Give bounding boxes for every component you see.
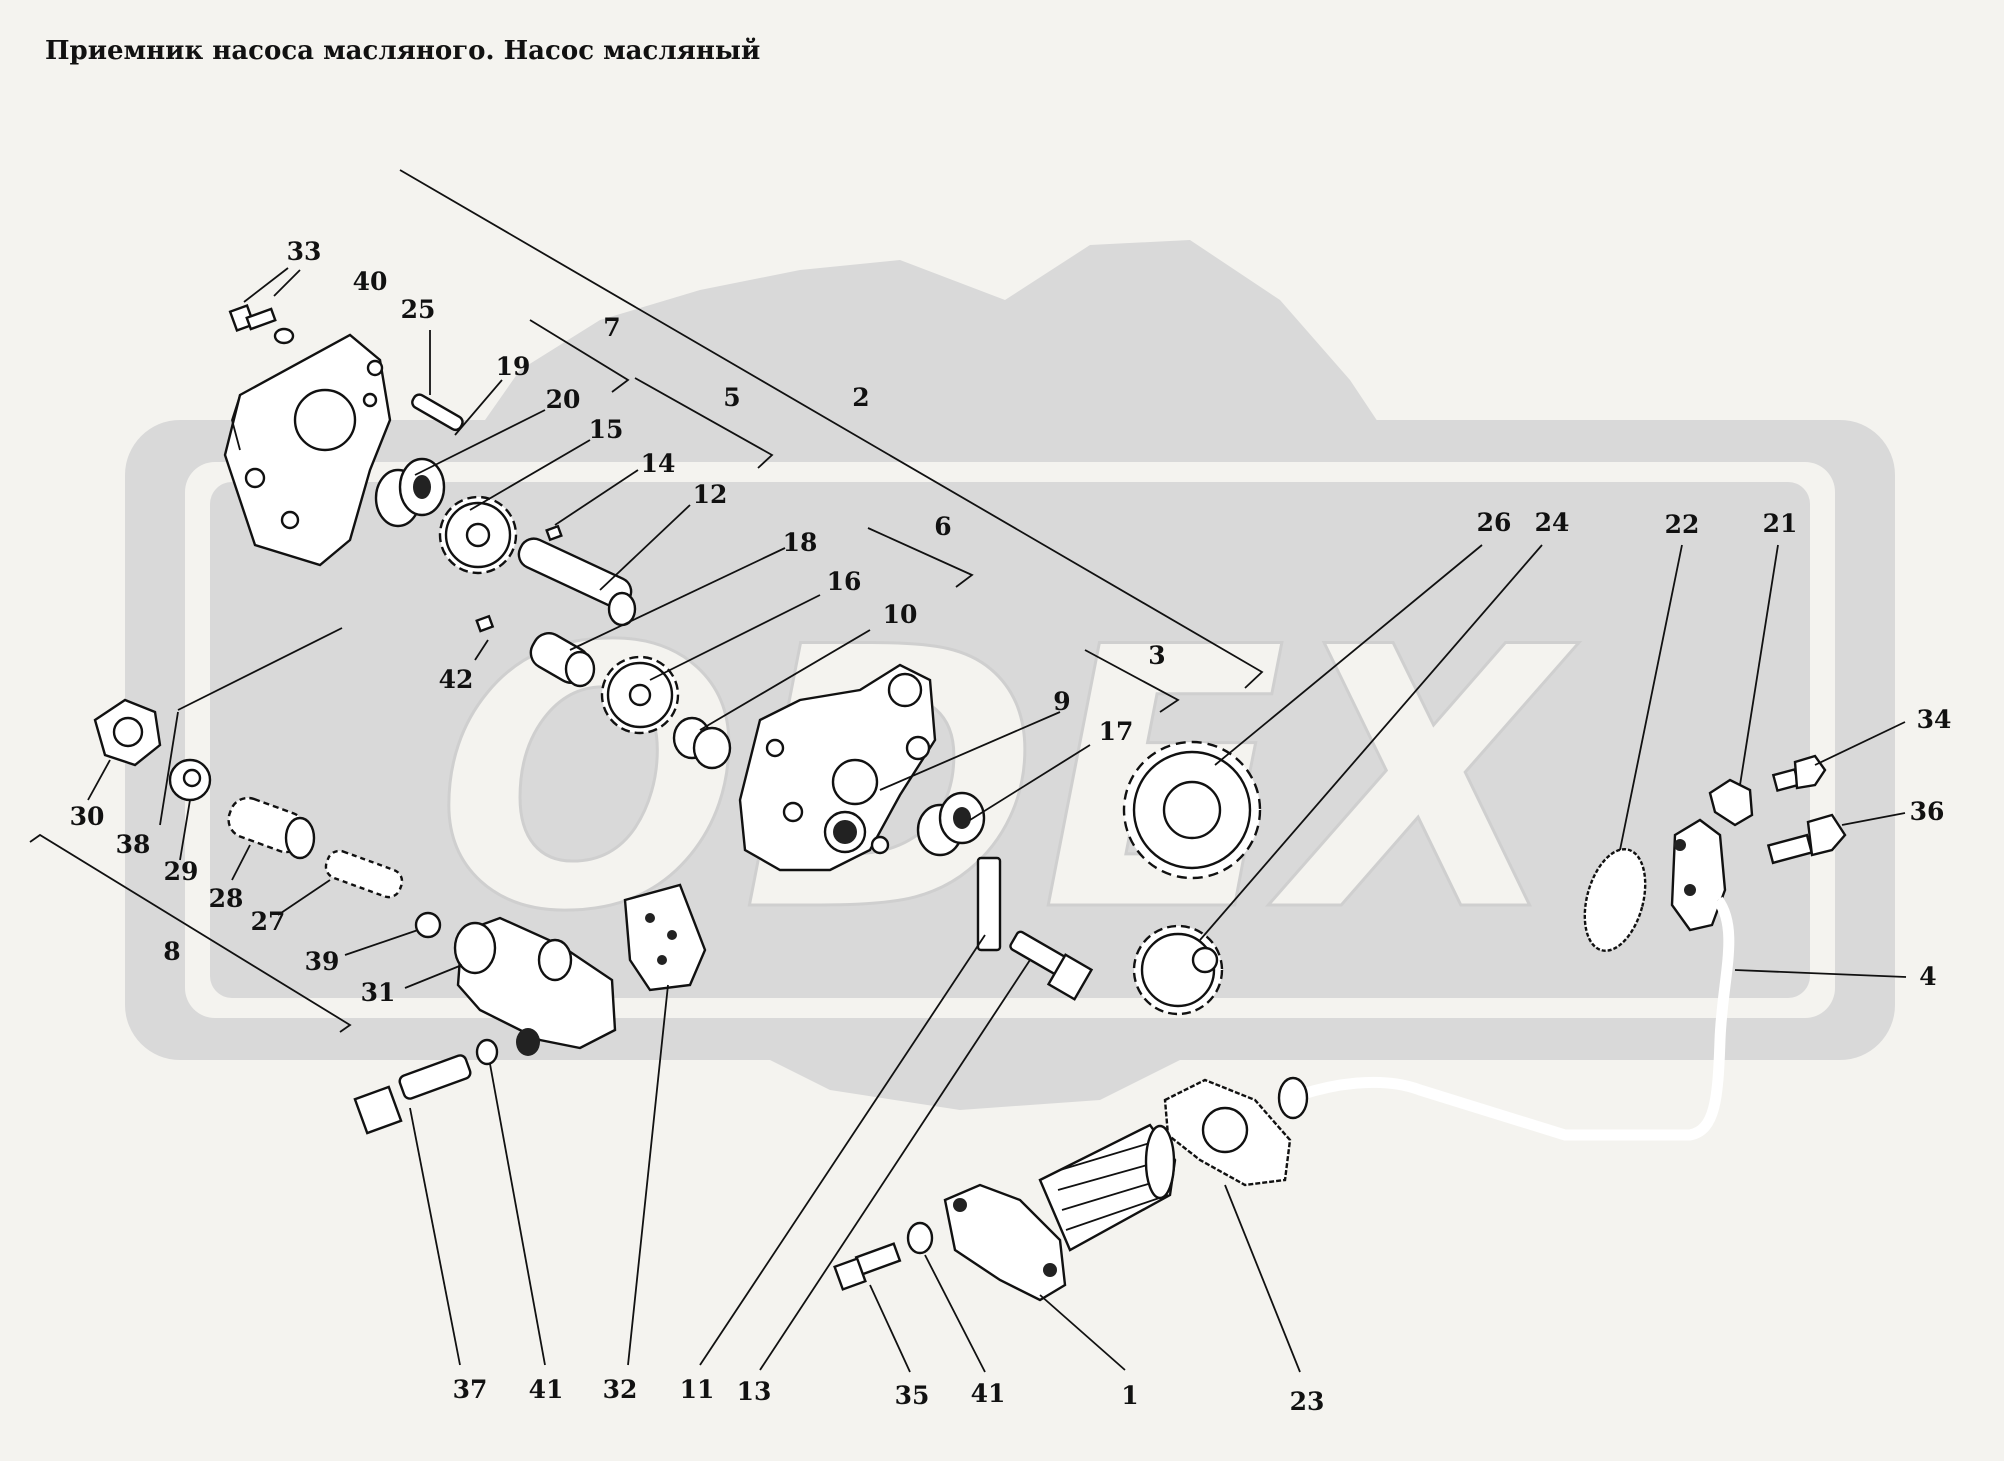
page-title: Приемник насоса масляного. Насос масляны… <box>45 36 761 66</box>
callout-15: 15 <box>589 415 624 444</box>
shaft-12-part <box>517 537 637 627</box>
callout-18: 18 <box>783 528 818 557</box>
washer-40-part <box>273 327 295 345</box>
leader-lines <box>29 169 1907 1373</box>
callout-35: 35 <box>895 1381 930 1410</box>
callout-7: 7 <box>603 313 620 342</box>
ball-39-part <box>414 911 442 939</box>
bolt-37-part <box>353 1054 472 1135</box>
parts <box>93 303 1847 1302</box>
callout-25: 25 <box>401 295 436 324</box>
callout-8: 8 <box>163 937 180 966</box>
callout-27: 27 <box>251 907 286 936</box>
callout-23: 23 <box>1290 1387 1325 1416</box>
callout-30: 30 <box>70 802 105 831</box>
callout-22: 22 <box>1665 510 1700 539</box>
gasket-22-part <box>1583 848 1647 952</box>
callout-32: 32 <box>603 1375 638 1404</box>
spring-27-part <box>324 849 404 899</box>
bushing-20-part <box>374 457 446 528</box>
nut-30-part <box>93 698 162 767</box>
washer-41-right-part <box>906 1221 934 1255</box>
gear-24-part <box>1132 924 1224 1016</box>
callout-1: 1 <box>1121 1381 1138 1410</box>
callout-38: 38 <box>116 830 151 859</box>
callout-10: 10 <box>883 600 918 629</box>
washer-29-part <box>168 758 212 802</box>
gasket-32-part <box>623 883 707 992</box>
callout-2: 2 <box>852 383 869 412</box>
valve-body-31-part <box>453 916 617 1056</box>
callout-4: 4 <box>1919 962 1936 991</box>
callout-41-left: 41 <box>529 1375 564 1404</box>
bushing-18-part <box>529 632 596 688</box>
callout-3: 3 <box>1148 641 1165 670</box>
callout-33: 33 <box>287 237 322 266</box>
callout-11: 11 <box>680 1375 715 1404</box>
callout-6: 6 <box>934 512 951 541</box>
callout-14: 14 <box>641 449 676 478</box>
callout-5: 5 <box>723 383 740 412</box>
pump-cover-part <box>223 333 392 567</box>
callout-42: 42 <box>439 665 474 694</box>
callout-9: 9 <box>1053 687 1070 716</box>
bolt-35-part <box>833 1242 902 1291</box>
watermark-text: ODEX <box>436 571 1579 990</box>
callout-16: 16 <box>827 567 862 596</box>
key-14-part <box>545 524 563 542</box>
spring-28-part <box>227 796 316 860</box>
gasket-23-part <box>1163 1078 1292 1187</box>
callout-29: 29 <box>164 857 199 886</box>
clamp-21-part <box>1708 778 1754 827</box>
callout-13: 13 <box>737 1377 772 1406</box>
pump-body-9-part <box>738 663 937 872</box>
gear-16-part <box>600 655 680 735</box>
callout-21: 21 <box>1763 509 1798 538</box>
bolt-13-part <box>1009 930 1094 1001</box>
callout-28: 28 <box>209 884 244 913</box>
callout-39: 39 <box>305 947 340 976</box>
bolt-33-part <box>228 303 277 333</box>
receiver-1-part <box>943 1123 1177 1302</box>
callout-19: 19 <box>496 352 531 381</box>
key-42-part <box>475 614 495 633</box>
gear-15-part <box>438 495 518 575</box>
callout-31: 31 <box>361 978 396 1007</box>
washer-41-left-part <box>475 1038 499 1066</box>
bolt-36-part <box>1766 813 1847 865</box>
pin-25-part <box>411 393 464 432</box>
callout-26: 26 <box>1477 508 1512 537</box>
callout-41-right: 41 <box>971 1379 1006 1408</box>
callout-37: 37 <box>453 1375 488 1404</box>
callout-36: 36 <box>1910 797 1945 826</box>
bushing-10-part <box>672 716 732 770</box>
callout-12: 12 <box>693 480 728 509</box>
callout-40: 40 <box>353 267 388 296</box>
callout-labels: 33 40 25 7 19 5 2 20 15 14 12 6 18 16 10… <box>70 237 1952 1416</box>
callout-20: 20 <box>546 385 581 414</box>
callout-34: 34 <box>1917 705 1952 734</box>
gear-26-part <box>1122 740 1262 880</box>
plate-11-part <box>976 856 1002 952</box>
bushing-17-part <box>916 791 986 857</box>
callout-24: 24 <box>1535 508 1570 537</box>
tube-4-part <box>1277 818 1735 1141</box>
wire-38-part <box>177 627 343 711</box>
callout-17: 17 <box>1099 717 1134 746</box>
